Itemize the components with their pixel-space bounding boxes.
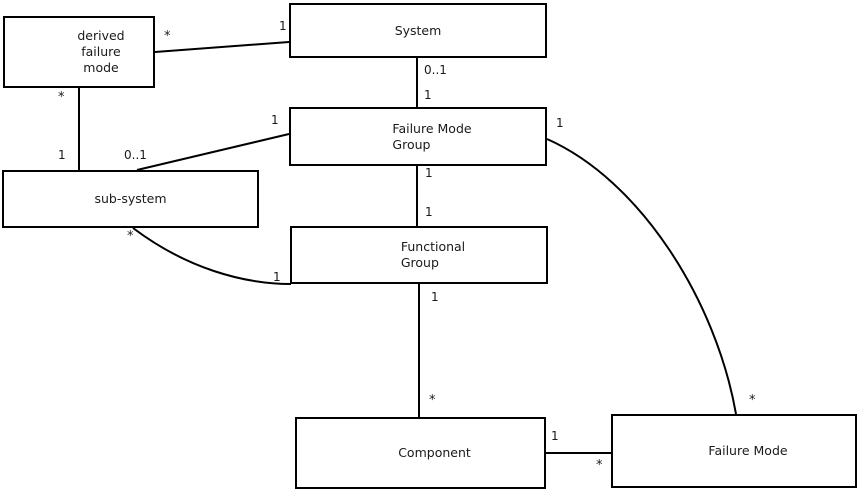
multiplicity-label: 0..1 [124,148,147,162]
edge-subsystem-to-functional-group [132,227,292,285]
multiplicity-label: 1 [424,88,432,102]
multiplicity-label: * [58,90,65,105]
edge-failure-mode-group-to-subsystem [136,133,290,171]
multiplicity-label: * [429,393,436,408]
class-box-derived-failure-mode[interactable]: derived failure mode [3,16,155,88]
class-box-label: Component [398,445,471,460]
multiplicity-label: * [596,458,603,473]
class-box-label: Functional Group [400,239,466,270]
class-box-failure-mode-group[interactable]: Failure Mode Group [289,107,547,166]
multiplicity-label: * [127,229,134,244]
multiplicity-label: 0..1 [424,63,447,77]
class-box-label: Failure Mode Group [392,120,472,152]
class-box-failure-mode[interactable]: Failure Mode [611,414,857,488]
multiplicity-label: 1 [551,429,559,443]
class-box-label: Failure Mode [708,443,788,458]
class-box-system[interactable]: System [289,3,547,58]
multiplicity-label: 1 [58,148,66,162]
class-box-sub-system[interactable]: sub-system [2,170,259,228]
multiplicity-label: 1 [556,116,564,130]
multiplicity-label: * [749,393,756,408]
edge-failure-mode-group-to-failure-mode [546,138,737,415]
class-box-component[interactable]: Component [295,417,546,489]
multiplicity-label: 1 [273,270,281,284]
edge-derived-to-system [154,41,290,53]
multiplicity-label: 1 [271,113,279,127]
multiplicity-label: 1 [431,290,439,304]
multiplicity-label: 1 [425,166,433,180]
multiplicity-label: 1 [279,19,287,33]
class-box-label: derived failure mode [77,28,125,75]
class-box-functional-group[interactable]: Functional Group [290,226,548,284]
class-box-label: System [394,22,442,38]
multiplicity-label: 1 [425,205,433,219]
class-box-label: sub-system [94,191,167,206]
multiplicity-label: * [164,29,171,44]
